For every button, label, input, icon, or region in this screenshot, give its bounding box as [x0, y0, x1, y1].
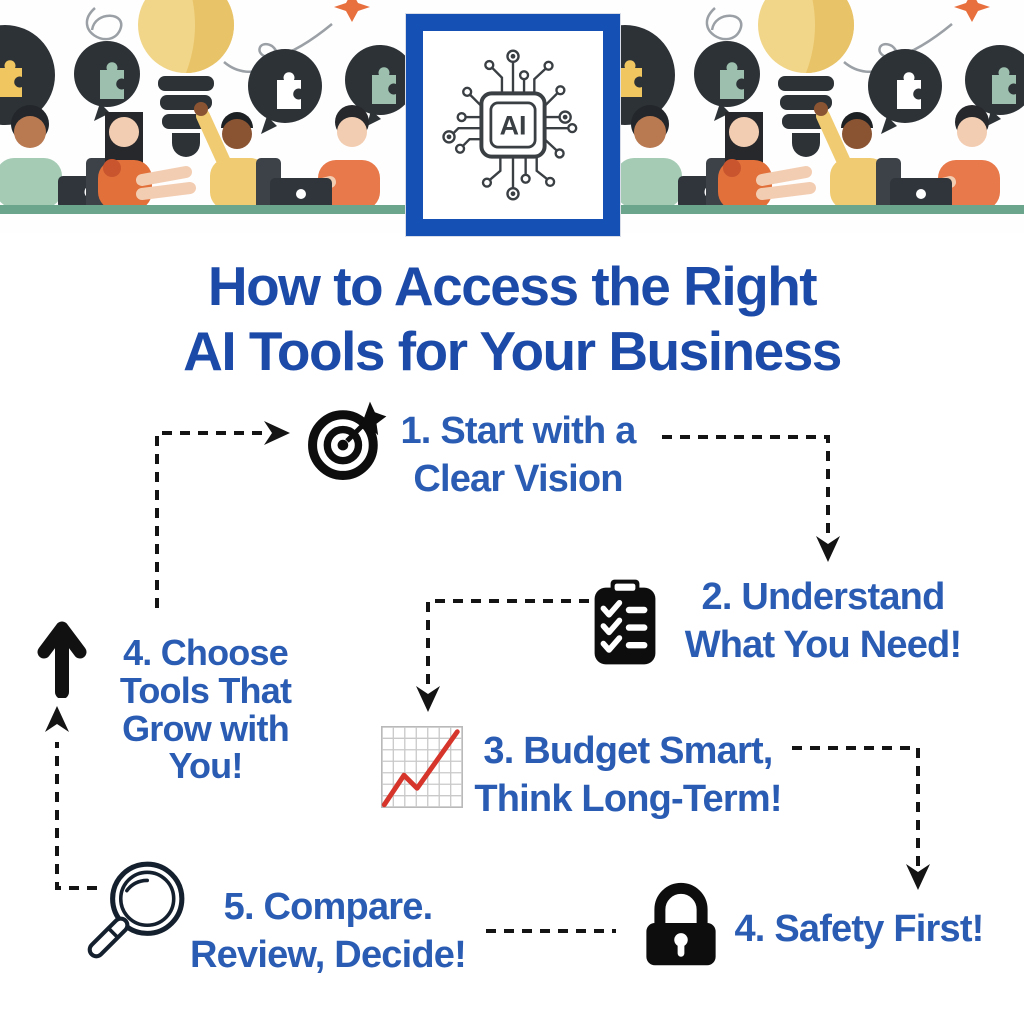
connector-understand-to-budget: [426, 599, 589, 690]
clipboard-checklist-icon: [594, 579, 656, 665]
padlock-icon: [646, 882, 716, 966]
step-choose-line-4: You!: [168, 745, 243, 787]
step-start-with-clear-vision: 1. Start with a Clear Vision: [368, 408, 668, 504]
magnifying-glass-icon: [87, 861, 185, 959]
step-choose-line-2: Tools That: [119, 669, 292, 711]
ai-chip-icon: AI: [442, 49, 578, 201]
ai-logo-frame: AI: [406, 14, 620, 236]
step-4-safety-line-1: 4. Safety First!: [734, 908, 984, 950]
growth-chart-icon: [381, 726, 463, 808]
step-5-line-2: Review, Decide!: [190, 933, 467, 976]
step-5-line-1: 5. Compare.: [223, 886, 434, 928]
step-1-line-1: 1. Start with a: [400, 410, 636, 452]
page-title: How to Access the Right AI Tools for You…: [0, 254, 1024, 384]
step-2-line-2: What You Need!: [684, 623, 962, 666]
step-safety-first: 4. Safety First!: [718, 906, 1000, 954]
step-choose-line-3: Grow with: [122, 707, 290, 749]
connector-choose-to-start: [155, 431, 264, 608]
step-1-line-2: Clear Vision: [413, 457, 623, 500]
step-understand-what-you-need: 2. Understand What You Need!: [668, 574, 978, 670]
step-3-line-1: 3. Budget Smart,: [483, 730, 773, 772]
step-3-line-2: Think Long-Term!: [474, 777, 782, 820]
up-arrow-icon: [37, 621, 87, 698]
connector-start-to-understand: [662, 435, 830, 540]
title-line-1: How to Access the Right: [207, 255, 818, 317]
step-choose-tools-that-grow: 4. Choose Tools That Grow with You!: [108, 634, 303, 785]
step-compare-review-decide: 5. Compare. Review, Decide!: [168, 884, 488, 980]
step-choose-line-1: 4. Choose: [123, 632, 289, 673]
connector-budget-to-safety: [792, 746, 920, 866]
title-line-2: AI Tools for Your Business: [183, 319, 842, 382]
target-icon: [308, 401, 387, 480]
step-2-line-1: 2. Understand: [701, 576, 946, 618]
step-budget-smart: 3. Budget Smart, Think Long-Term!: [458, 728, 798, 824]
ai-logo-text: AI: [500, 110, 527, 140]
